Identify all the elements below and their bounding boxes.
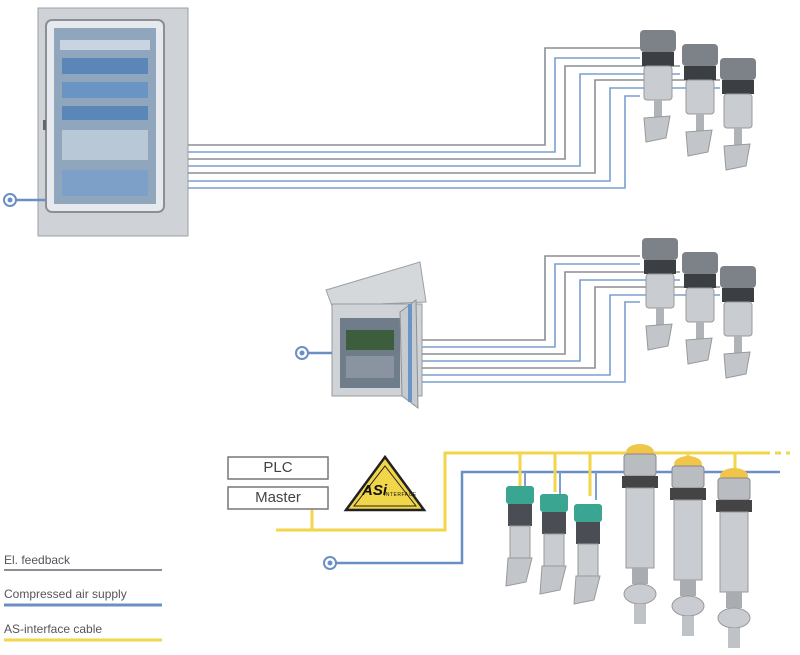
legend-air: Compressed air supply bbox=[4, 587, 127, 601]
asi-logo-subtext: INTERFACE bbox=[384, 492, 417, 498]
legend-asi: AS-interface cable bbox=[4, 622, 103, 636]
master-label: Master bbox=[255, 489, 301, 506]
air-supply-connector-1 bbox=[3, 193, 46, 207]
angle-valve-a bbox=[505, 486, 534, 587]
asi-bus-cable bbox=[276, 451, 790, 532]
plc-label: PLC bbox=[263, 459, 293, 476]
valve-2b bbox=[682, 252, 718, 365]
valve-1b bbox=[682, 44, 718, 157]
valve-group-3-double-seat bbox=[622, 444, 752, 648]
control-cabinet-small bbox=[325, 261, 427, 410]
angle-valve-b bbox=[539, 494, 568, 595]
valve-1a bbox=[640, 30, 676, 143]
wiring-group-1 bbox=[188, 47, 720, 189]
valve-1c bbox=[720, 58, 756, 171]
legend-lines bbox=[4, 569, 162, 642]
master-box bbox=[227, 486, 329, 510]
double-seat-valve-b bbox=[670, 456, 706, 636]
wiring-group-2 bbox=[422, 255, 720, 383]
asi-logo-text: ASi bbox=[362, 482, 388, 499]
legend-feedback: El. feedback bbox=[4, 553, 71, 567]
valve-group-2 bbox=[642, 238, 756, 379]
air-supply-connector-3 bbox=[323, 470, 780, 570]
double-seat-valve-c bbox=[716, 468, 752, 648]
plc-box bbox=[227, 456, 329, 480]
control-cabinet-large bbox=[37, 7, 189, 237]
valve-group-3-angle bbox=[505, 486, 602, 605]
valve-group-1 bbox=[640, 30, 756, 171]
valve-2c bbox=[720, 266, 756, 379]
air-supply-connector-2 bbox=[295, 346, 332, 360]
angle-valve-c bbox=[573, 504, 602, 605]
valve-2a bbox=[642, 238, 678, 351]
asi-logo bbox=[343, 454, 427, 512]
double-seat-valve-a bbox=[622, 444, 658, 624]
